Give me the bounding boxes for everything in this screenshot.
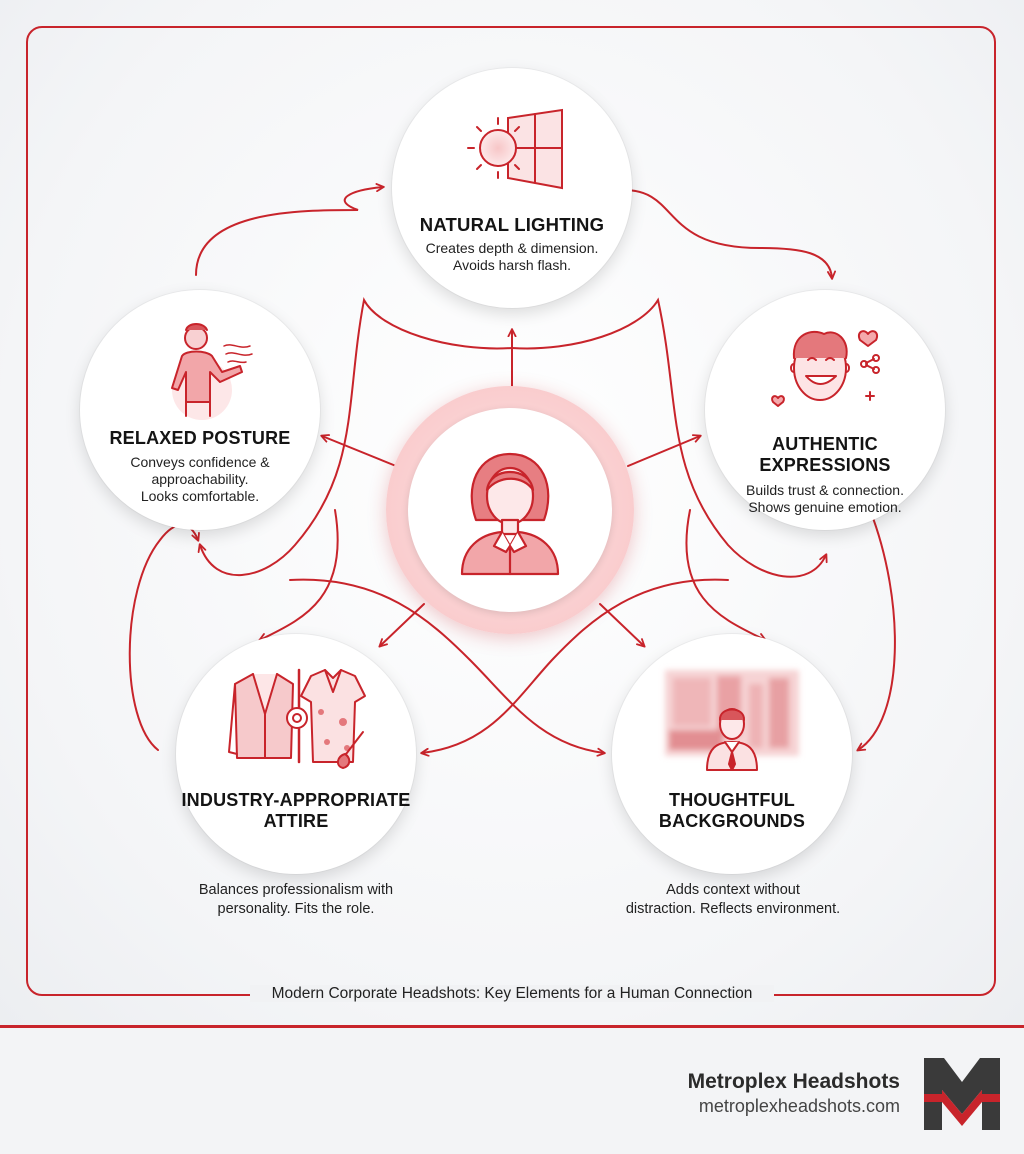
arrow-lighting-to-expressions bbox=[623, 189, 836, 280]
diagram-stage: NATURAL LIGHTING Creates depth & dimensi… bbox=[0, 0, 1024, 1025]
node-relaxed-posture: RELAXED POSTURE Conveys confidence & app… bbox=[80, 290, 320, 530]
node-title: NATURAL LIGHTING bbox=[419, 214, 605, 235]
node-desc-line-2: Shows genuine emotion. bbox=[748, 499, 902, 515]
arrow-lighting-base-left bbox=[197, 297, 513, 577]
arrow-expressions-to-backgrounds bbox=[856, 509, 896, 752]
office-background-icon bbox=[665, 670, 799, 771]
node-industry-attire: INDUSTRY-APPROPRIATE ATTIRE bbox=[176, 634, 416, 874]
attire-icon bbox=[228, 668, 366, 770]
node-desc-line-1: Builds trust & connection. bbox=[746, 482, 904, 498]
arrow-center-to-expressions bbox=[627, 434, 702, 467]
node-title-line-1: THOUGHTFUL bbox=[669, 790, 795, 810]
arrow-lighting-base-right bbox=[511, 297, 828, 578]
node-title-line-1: INDUSTRY-APPROPRIATE bbox=[181, 790, 411, 810]
caption-text: Modern Corporate Headshots: Key Elements… bbox=[249, 985, 775, 1002]
brand-url: metroplexheadshots.com bbox=[698, 1096, 900, 1116]
node-desc-line-1: Creates depth & dimension. bbox=[425, 240, 599, 256]
attire-desc-line-1: Balances professionalism with bbox=[198, 882, 394, 898]
center-node bbox=[386, 386, 634, 634]
node-authentic-expressions: AUTHENTIC EXPRESSIONS Builds trust & con… bbox=[705, 290, 945, 530]
node-title-line-1: AUTHENTIC bbox=[772, 434, 878, 454]
arrow-center-to-backgrounds bbox=[599, 603, 646, 648]
node-title-line-2: EXPRESSIONS bbox=[759, 455, 891, 475]
node-desc-line-2: Avoids harsh flash. bbox=[452, 257, 572, 273]
node-title-line-2: ATTIRE bbox=[263, 811, 329, 831]
arrow-center-to-attire bbox=[378, 603, 425, 648]
arrow-cross-backgrounds bbox=[420, 578, 729, 757]
node-title: RELAXED POSTURE bbox=[109, 428, 291, 448]
node-natural-lighting: NATURAL LIGHTING Creates depth & dimensi… bbox=[392, 68, 632, 308]
attire-desc-line-2: personality. Fits the role. bbox=[217, 901, 375, 917]
node-title-line-2: BACKGROUNDS bbox=[658, 811, 806, 831]
arrow-posture-to-lighting bbox=[195, 183, 385, 276]
relaxed-person-icon bbox=[171, 323, 253, 420]
arrow-expressions-lower-loop bbox=[685, 509, 767, 642]
sun-window-icon bbox=[467, 108, 563, 190]
attire-description: Balances professionalism with personalit… bbox=[166, 881, 426, 919]
node-thoughtful-backgrounds: THOUGHTFUL BACKGROUNDS bbox=[612, 634, 852, 874]
diagram-caption: Modern Corporate Headshots: Key Elements… bbox=[0, 985, 1024, 1003]
smiling-face-icon bbox=[771, 330, 880, 407]
backgrounds-desc-line-1: Adds context without bbox=[666, 882, 800, 898]
arrow-cross-attire bbox=[289, 578, 606, 757]
brand-name: Metroplex Headshots bbox=[687, 1070, 900, 1093]
backgrounds-desc-line-2: distraction. Reflects environment. bbox=[625, 901, 841, 917]
footer: Metroplex Headshots metroplexheadshots.c… bbox=[0, 1025, 1024, 1154]
node-desc-line-2: approachability. bbox=[151, 471, 249, 487]
metroplex-m-logo-icon bbox=[924, 1058, 1000, 1130]
backgrounds-description: Adds context without distraction. Reflec… bbox=[590, 881, 876, 919]
professional-woman-icon bbox=[460, 452, 560, 576]
node-desc-line-1: Conveys confidence & bbox=[130, 454, 270, 470]
arrow-center-to-posture bbox=[320, 434, 397, 467]
arrow-posture-lower-loop bbox=[258, 509, 339, 642]
node-desc-line-3: Looks comfortable. bbox=[140, 488, 260, 504]
center-node-inner bbox=[408, 408, 612, 612]
